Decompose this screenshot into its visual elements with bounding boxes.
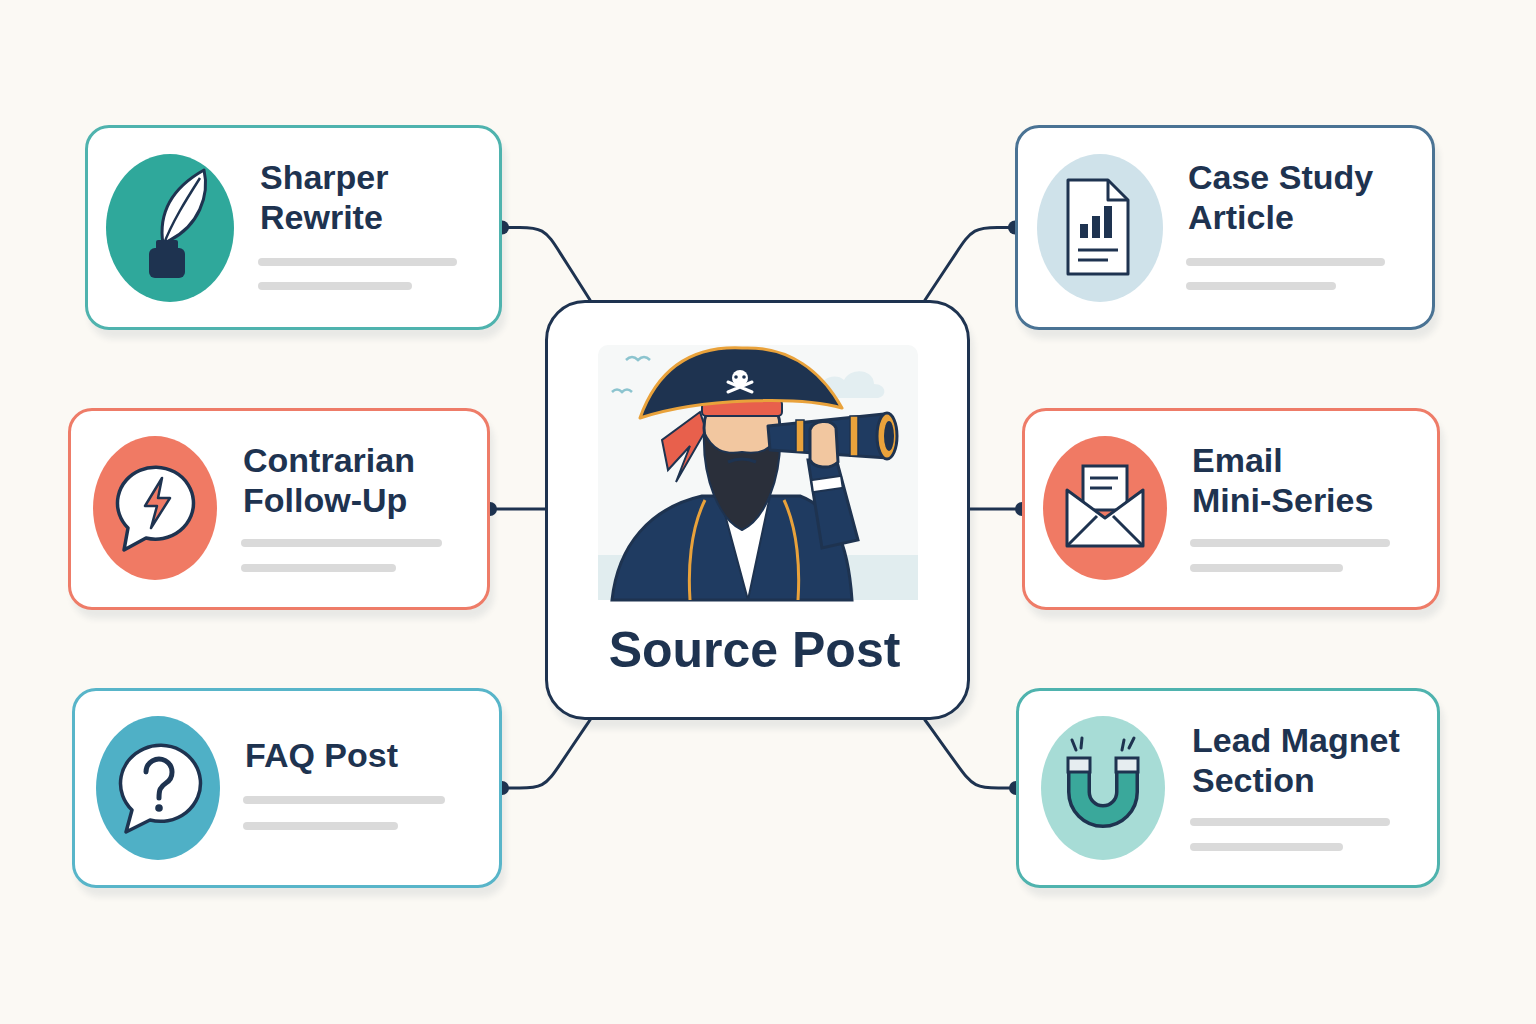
- node-title: FAQ Post: [245, 735, 475, 775]
- node-title: Case Study Article: [1188, 157, 1418, 237]
- label-group: Source Post: [545, 622, 964, 678]
- node-title: Lead Magnet Section: [1192, 720, 1422, 800]
- output-box: Sharper Rewrite: [85, 125, 502, 330]
- source-box: Source Post: [545, 300, 970, 720]
- node-title: Source Post: [545, 622, 964, 678]
- connector-line: [925, 228, 1015, 301]
- label-group: Email Mini-Series: [1192, 440, 1392, 520]
- output-box: Contrarian Follow-Up: [68, 408, 490, 610]
- connector-line: [502, 720, 590, 788]
- output-box: Email Mini-Series: [1022, 408, 1440, 610]
- label-group: Case Study Article: [1188, 157, 1418, 237]
- label-group: Lead Magnet Section: [1192, 720, 1422, 800]
- node-title: Email Mini-Series: [1192, 440, 1392, 520]
- label-group: Sharper Rewrite: [260, 157, 470, 237]
- connector-line: [925, 720, 1016, 788]
- label-group: Contrarian Follow-Up: [243, 440, 468, 520]
- connector-line: [490, 508, 545, 511]
- node-title: Sharper Rewrite: [260, 157, 470, 237]
- connector-line: [502, 228, 590, 301]
- connector-line: [970, 508, 1022, 511]
- node-title: Contrarian Follow-Up: [243, 440, 468, 520]
- output-box: FAQ Post: [72, 688, 502, 888]
- output-box: Lead Magnet Section: [1016, 688, 1440, 888]
- output-box: Case Study Article: [1015, 125, 1435, 330]
- label-group: FAQ Post: [245, 735, 475, 775]
